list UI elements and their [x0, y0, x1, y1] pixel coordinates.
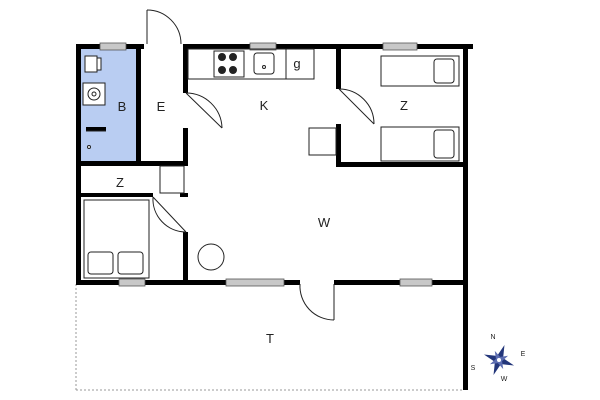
- room-label-bedroom-right: Z: [400, 98, 408, 113]
- windows: [99, 42, 433, 287]
- room-label-living: W: [318, 215, 331, 230]
- compass-rose: [483, 344, 515, 376]
- room-label-terrace: T: [266, 331, 274, 346]
- partition-boxes: [159, 127, 337, 194]
- terrace-outline: [75, 284, 463, 391]
- compass-north-label: N: [490, 334, 495, 341]
- kitchen-counter: [187, 48, 315, 80]
- doors: [86, 9, 375, 321]
- fridge-label: g: [293, 56, 300, 71]
- compass-west-label: W: [501, 376, 508, 383]
- left-bedroom-beds: [83, 199, 150, 279]
- compass-south-label: S: [471, 365, 476, 372]
- compass-east-label: E: [521, 351, 526, 358]
- room-label-bedroom-left: Z: [116, 175, 124, 190]
- wood-stove: [197, 243, 225, 271]
- interior-walls: [81, 49, 463, 280]
- room-label-bathroom: B: [118, 99, 127, 114]
- bathroom-fixtures: [82, 55, 106, 149]
- room-label-entrance: E: [157, 99, 166, 114]
- right-bedroom-beds: [380, 55, 460, 162]
- room-label-kitchen: K: [260, 98, 269, 113]
